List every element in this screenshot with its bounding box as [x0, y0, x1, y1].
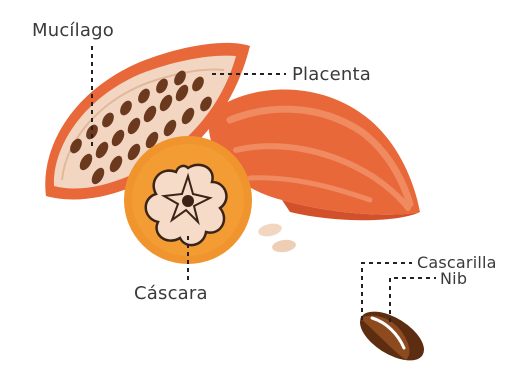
cascarilla-leader: [362, 263, 412, 320]
placenta-label: Placenta: [292, 66, 371, 84]
nib-label: Nib: [440, 271, 467, 287]
loose-seeds: [257, 222, 297, 254]
cocoa-bean: [352, 302, 432, 369]
nib-leader: [390, 278, 436, 322]
cascara-label: Cáscara: [134, 285, 208, 303]
mucilago-label: Mucílago: [32, 22, 114, 40]
